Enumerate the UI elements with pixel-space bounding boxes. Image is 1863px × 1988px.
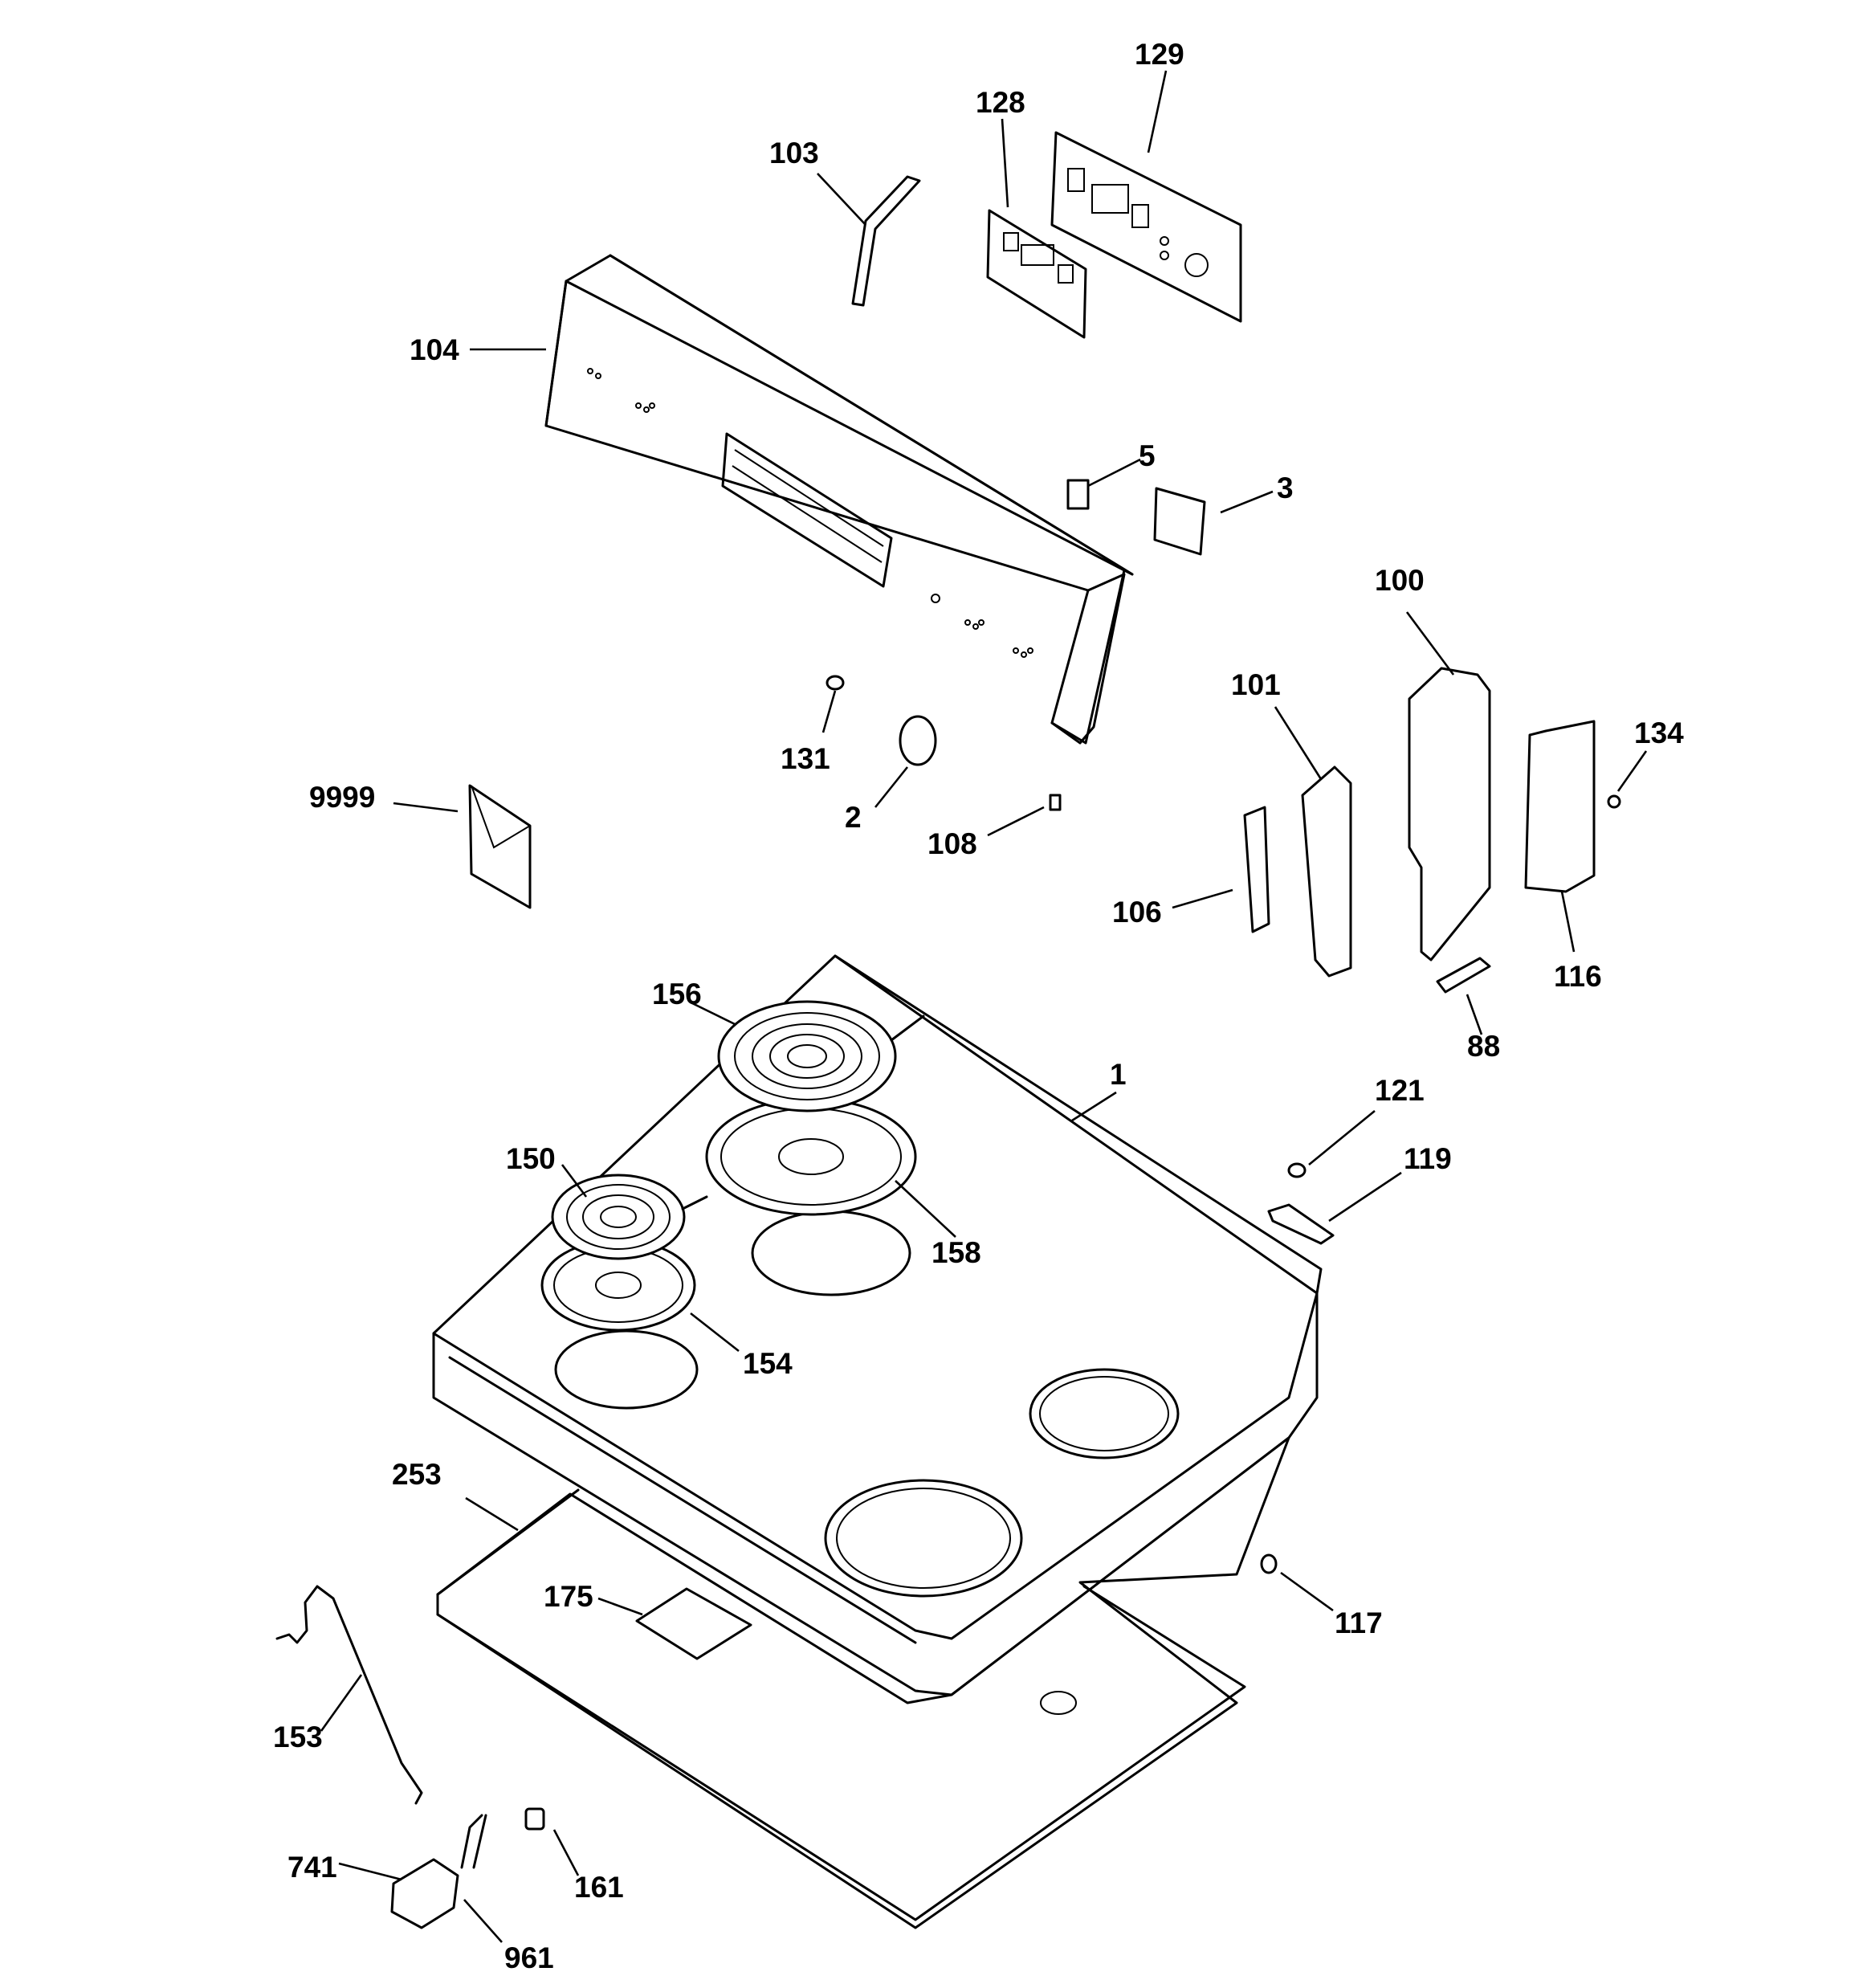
label-154: 154: [743, 1347, 793, 1380]
part-100-side-trim: [1408, 667, 1491, 961]
part-116-side-trim: [1524, 720, 1596, 893]
label-1: 1: [1110, 1058, 1127, 1091]
label-101: 101: [1231, 668, 1281, 701]
part-253-heat-shield: [436, 1436, 1290, 1929]
backsplash-control-panel: [544, 254, 1134, 745]
label-119: 119: [1404, 1142, 1452, 1175]
part-106-bracket: [1243, 806, 1270, 933]
part-175-cover: [635, 1587, 752, 1660]
label-103: 103: [769, 137, 819, 169]
label-104: 104: [410, 333, 459, 366]
label-121: 121: [1375, 1074, 1425, 1107]
part-158-drip-pan-large: [705, 1097, 917, 1216]
label-116: 116: [1554, 960, 1602, 993]
label-158: 158: [932, 1236, 981, 1269]
part-3-relay: [1153, 487, 1206, 556]
part-101-bracket: [1301, 765, 1352, 978]
part-156-surface-element-large: [717, 1000, 925, 1112]
label-117: 117: [1335, 1606, 1383, 1639]
part-117-nut: [1260, 1553, 1278, 1574]
part-129-control-board: [1050, 131, 1242, 323]
label-129: 129: [1135, 38, 1184, 71]
label-131: 131: [781, 742, 830, 775]
part-9999-literature: [468, 784, 532, 909]
label-150: 150: [506, 1142, 556, 1175]
label-961: 961: [504, 1941, 554, 1974]
label-253: 253: [392, 1458, 442, 1491]
label-3: 3: [1277, 471, 1294, 504]
label-156: 156: [652, 978, 702, 1010]
leader-lines: [320, 70, 1648, 1943]
part-119-hinge-bracket: [1267, 1203, 1335, 1245]
label-108: 108: [927, 827, 977, 860]
part-741-switch: [390, 1814, 487, 1929]
part-103-bracket: [851, 175, 921, 307]
label-175: 175: [544, 1580, 593, 1613]
part-134-screw: [1607, 794, 1621, 809]
part-131-screw: [826, 675, 845, 691]
part-121-screw: [1287, 1162, 1307, 1178]
part-161-clip: [524, 1807, 545, 1831]
label-5: 5: [1139, 439, 1156, 472]
label-2: 2: [845, 801, 862, 834]
label-134: 134: [1634, 716, 1684, 749]
part-88-pad: [1436, 957, 1491, 994]
part-153-wire-harness: [275, 1585, 423, 1805]
label-153: 153: [273, 1721, 323, 1753]
label-100: 100: [1375, 564, 1425, 597]
label-9999: 9999: [309, 781, 375, 814]
label-88: 88: [1467, 1030, 1500, 1063]
label-106: 106: [1112, 896, 1162, 929]
part-5-switch: [1066, 479, 1090, 510]
label-128: 128: [976, 86, 1025, 119]
label-741: 741: [287, 1851, 337, 1884]
part-number-labels: 129 128 103 104 5 3 100 101 134 131 2 10…: [273, 38, 1684, 1974]
part-2-knob: [899, 715, 937, 766]
part-108-clip: [1049, 794, 1062, 811]
label-161: 161: [574, 1871, 624, 1904]
part-128-overlay: [986, 209, 1087, 339]
